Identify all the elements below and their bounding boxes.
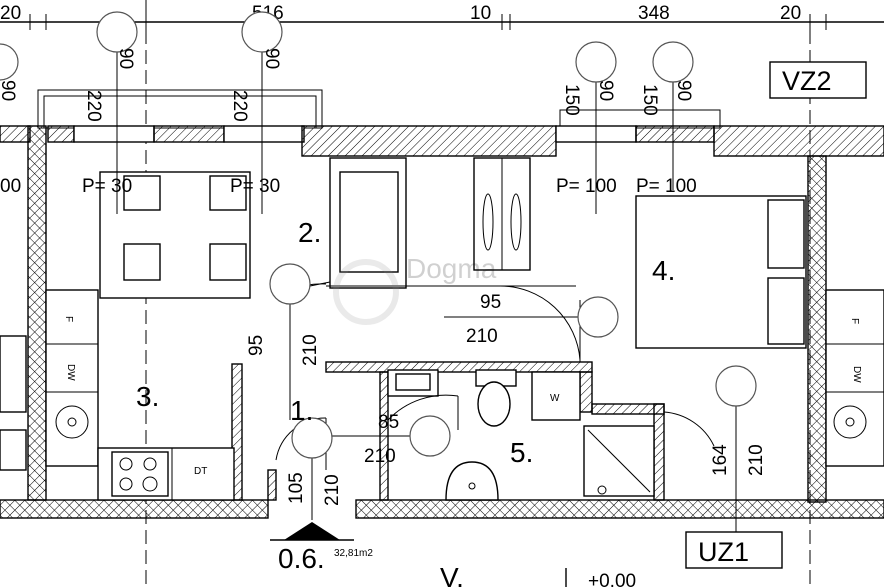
bottom-wall-right <box>355 499 884 519</box>
door3-height: 210 <box>364 446 396 467</box>
dishwasher-label: DW <box>65 364 76 381</box>
sill-220-a: 220 <box>83 90 104 122</box>
sill-150-b: 150 <box>639 84 660 116</box>
bottom-wall-left <box>0 499 269 519</box>
door4-width: 105 <box>286 472 307 504</box>
door1-height: 210 <box>300 334 321 366</box>
door3-width: 85 <box>378 412 399 433</box>
top-wall <box>0 125 884 157</box>
armchair <box>329 157 407 289</box>
room-2-label: 2. <box>298 217 321 248</box>
washer-label: W <box>550 393 560 404</box>
left-wall <box>27 125 47 501</box>
right-counter: F DW <box>825 289 884 467</box>
entrance-marker: 0.6. 32,81m2 <box>270 522 373 574</box>
parapet-100-b: P= 100 <box>636 176 697 197</box>
door5-width: 164 <box>710 444 731 476</box>
parapet-100-a: P= 100 <box>556 176 617 197</box>
level-label: +0,00 <box>588 571 636 587</box>
door2-width: 95 <box>480 292 501 313</box>
fridge-right-label: F <box>849 318 860 324</box>
tag-uz1-text: UZ1 <box>698 537 749 567</box>
sill-90-b: 90 <box>261 48 282 69</box>
dining-table <box>99 171 251 299</box>
parapet-30-a: P= 30 <box>82 176 132 197</box>
dishwasher-right-label: DW <box>851 366 862 383</box>
window-sill-labels: 220 90 220 90 150 90 150 90 90 <box>0 48 694 122</box>
parapet-30-b: P= 30 <box>230 176 280 197</box>
dryer-label: DT <box>194 466 207 477</box>
room-1-label: 1. <box>290 395 313 426</box>
room-5-label: 5. <box>510 437 533 468</box>
right-wall <box>807 155 827 503</box>
kitchen-counter: F DW DT <box>45 289 235 501</box>
room-labels: 2. 4. 3. 1. 5. <box>136 217 675 468</box>
tag-vz2-text: VZ2 <box>782 66 832 96</box>
sill-220-b: 220 <box>229 90 250 122</box>
dim-20-left: 20 <box>0 3 21 24</box>
door2-height: 210 <box>466 326 498 347</box>
room-4-label: 4. <box>652 255 675 286</box>
unit-area: 32,81m2 <box>334 548 373 559</box>
dim-348: 348 <box>638 3 670 24</box>
leader-lines <box>116 40 737 540</box>
dim-20-right: 20 <box>780 3 801 24</box>
fridge-label: F <box>63 316 74 322</box>
dim-10: 10 <box>470 3 491 24</box>
sill-90-edge: 90 <box>0 80 18 101</box>
unit-label: 0.6. <box>278 543 325 574</box>
watermark-text: Dogma <box>406 253 497 284</box>
watermark: Dogma <box>333 253 497 325</box>
tag-uz1: UZ1 <box>685 531 783 569</box>
sill-150-a: 150 <box>561 84 582 116</box>
bottom-v-label: V. <box>440 562 464 587</box>
parapet-edge: 00 <box>0 176 21 197</box>
parapet-labels: P= 30 P= 30 P= 100 P= 100 00 <box>0 176 697 197</box>
room-3-label: 3. <box>136 381 159 412</box>
door5-height: 210 <box>746 444 767 476</box>
bed <box>635 195 807 349</box>
sill-90-a: 90 <box>115 48 136 69</box>
wardrobe <box>473 157 531 271</box>
tag-vz2: VZ2 <box>769 61 867 99</box>
door4-height: 210 <box>322 474 343 506</box>
sill-90-d: 90 <box>673 80 694 101</box>
callout-circles <box>0 11 757 459</box>
sill-90-c: 90 <box>595 80 616 101</box>
door-dimension-labels: 95 210 95 210 85 210 105 210 164 210 <box>246 292 767 506</box>
bathroom-fixtures: W <box>387 369 655 501</box>
door1-width: 95 <box>246 335 267 356</box>
